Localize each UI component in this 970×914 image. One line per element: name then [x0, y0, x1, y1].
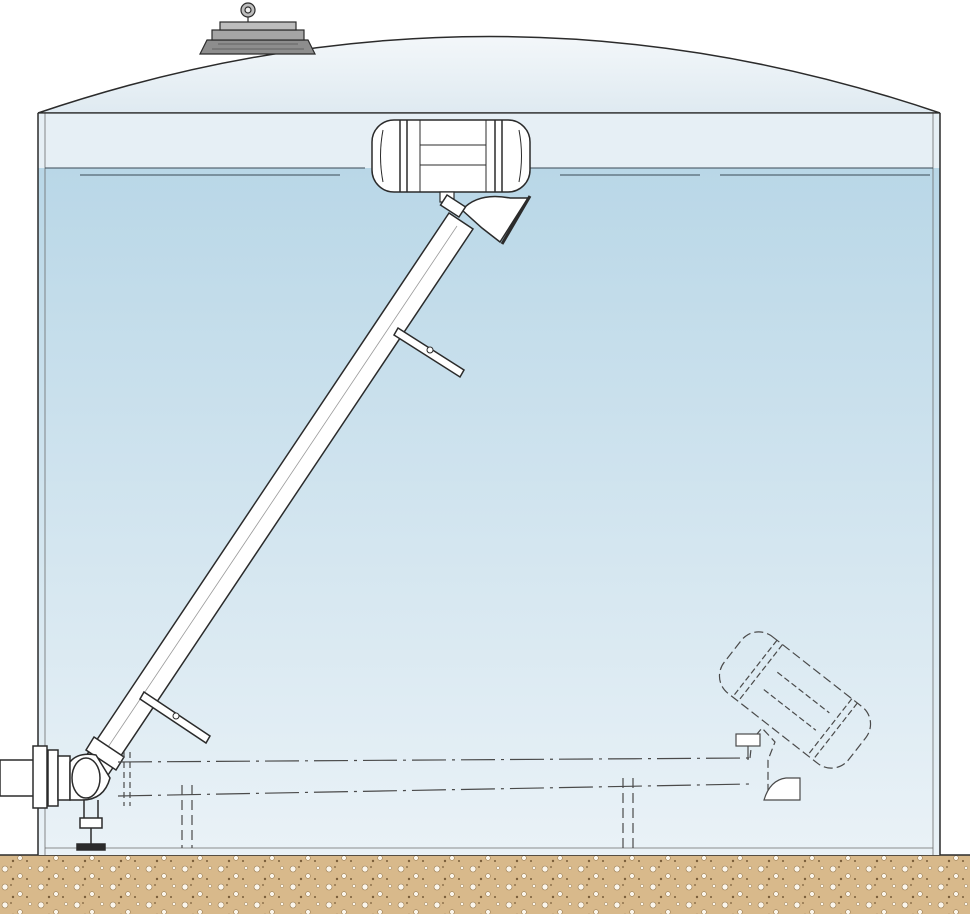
tank-roof [37, 35, 941, 114]
upper-pipe-guide [392, 326, 466, 379]
top-elbow [439, 193, 532, 245]
suction-pipe [78, 193, 532, 783]
pipe-collar [84, 735, 126, 772]
ground [0, 854, 970, 914]
tank-water [38, 168, 940, 855]
lower-pipe-guide [139, 690, 211, 745]
water-surface [45, 167, 933, 176]
phantom-lowered-position [117, 631, 872, 848]
manhole-lifting-eye-icon [199, 2, 316, 55]
cylindrical-float-icon [371, 119, 531, 203]
swivel-joint-icon [0, 745, 111, 851]
